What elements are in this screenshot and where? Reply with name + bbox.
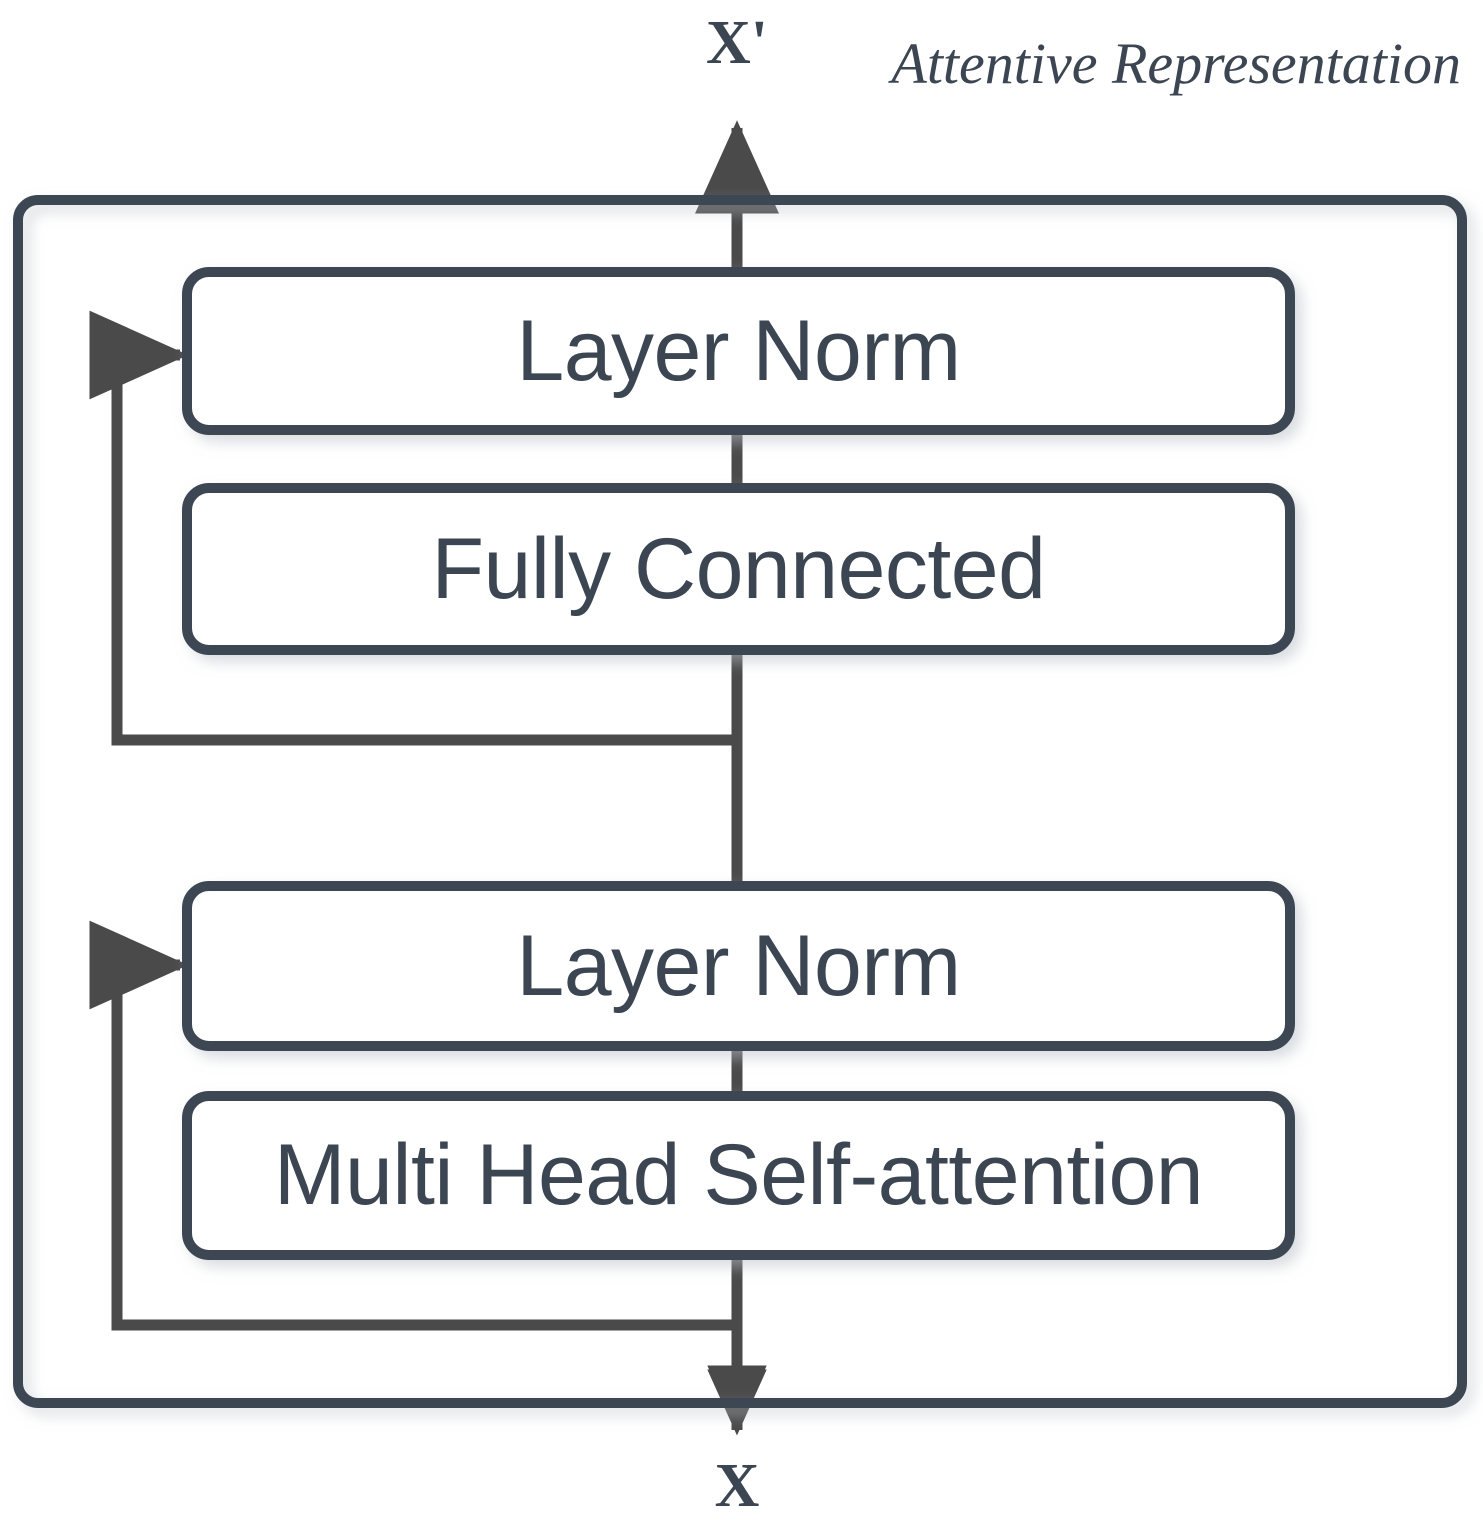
connector-residual-feedforward bbox=[89, 310, 737, 746]
block-title: Attentive Representation bbox=[891, 31, 1461, 96]
node-label-layer-norm-top: Layer Norm bbox=[516, 302, 961, 399]
node-box-fully-connected[interactable] bbox=[182, 483, 1295, 655]
node-label-fully-connected: Fully Connected bbox=[431, 520, 1046, 617]
node-label-multi-head-self-attention: Multi Head Self-attention bbox=[273, 1127, 1204, 1223]
attentive-representation-container[interactable] bbox=[13, 195, 1467, 1408]
node-box-layer-norm-top[interactable] bbox=[182, 267, 1295, 435]
connector-residual-attention bbox=[89, 920, 737, 1331]
input-tensor-label: X bbox=[714, 1452, 760, 1520]
node-box-multi-head-self-attention[interactable] bbox=[182, 1091, 1295, 1260]
node-label-layer-norm-bottom: Layer Norm bbox=[516, 917, 961, 1014]
output-tensor-label: X' bbox=[706, 9, 768, 77]
node-box-layer-norm-bottom[interactable] bbox=[182, 881, 1295, 1051]
